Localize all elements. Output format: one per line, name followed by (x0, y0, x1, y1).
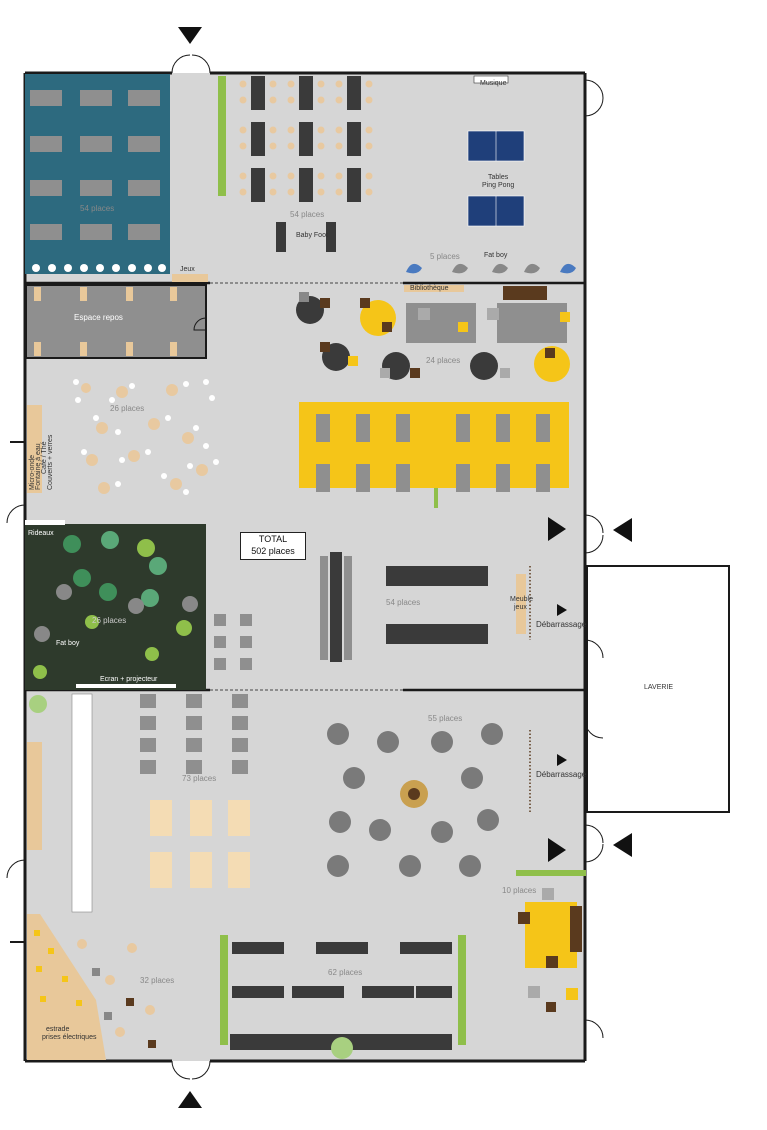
rest-room-label: Espace repos (74, 313, 123, 322)
stage-label: estrade (46, 1026, 70, 1033)
round-gray-tables (327, 723, 503, 877)
entrance-arrows (178, 27, 632, 1108)
lower-left-tables (140, 694, 248, 774)
stage-lights (34, 930, 82, 1006)
round-tables-area (81, 383, 208, 494)
bottom-plant (331, 1037, 353, 1059)
round-gray-places: 55 places (428, 714, 463, 723)
screen-label: Ecran + projecteur (100, 676, 158, 683)
fat-boys-top (406, 263, 576, 274)
small-gray-tables (214, 614, 252, 670)
brown-sofa-top (503, 286, 547, 300)
game-cabinet (516, 574, 526, 634)
teal-tables (30, 90, 160, 240)
cabinet-label-2: jeux (514, 604, 527, 611)
lounge-armchairs (299, 292, 570, 378)
teal-lights (32, 264, 166, 272)
green-room-curtain (25, 520, 65, 525)
library-shelf (404, 285, 464, 292)
stage-area-places: 32 places (140, 976, 175, 985)
green-room (25, 524, 206, 690)
teal-room-places: 54 places (80, 204, 115, 213)
baby-foot-tables (276, 222, 336, 252)
ping-pong-label-2: Ping Pong (482, 182, 515, 189)
total-box: TOTAL 502 places (240, 532, 306, 560)
ping-pong-label-1: Tables (488, 174, 509, 181)
ping-pong-tables (467, 130, 525, 227)
kitchen-counter-top (27, 405, 42, 493)
long-tables-center (320, 552, 488, 662)
laverie-room (586, 565, 730, 813)
clearing-label-1: Débarrassage (536, 620, 587, 629)
bottom-tables-places: 62 places (328, 968, 363, 977)
games-label: Jeux (180, 266, 195, 273)
wall-markers (10, 441, 25, 943)
fat-boy-places: 5 places (430, 252, 460, 261)
bottom-left-seats (77, 939, 156, 1048)
top-center-places: 54 places (290, 210, 325, 219)
bottom-lounge-chairs (518, 888, 578, 1012)
wood-tables (150, 800, 250, 888)
green-plant (29, 695, 47, 713)
cabinet-label-1: Meuble (510, 596, 533, 603)
fat-boy-label-2: Fat boy (56, 640, 80, 647)
stage-sockets-label: prises électriques (42, 1034, 97, 1041)
curtains-label: Rideaux (28, 530, 54, 537)
total-label: TOTAL (258, 534, 288, 544)
laundry-label: LAVERIE (644, 684, 674, 691)
yellow-zone-tables (316, 414, 550, 492)
clearing-label-2: Débarrassage (536, 770, 587, 779)
rest-room-door (193, 317, 207, 331)
kitchen-counter-bottom (27, 742, 42, 850)
brown-sofa-bottom (570, 906, 582, 952)
music-label: Musique (480, 80, 507, 87)
stage (27, 914, 106, 1060)
green-room-seats (33, 531, 198, 679)
round-tables-chairs (73, 379, 219, 495)
lounge-places: 24 places (426, 356, 461, 365)
total-places: 502 places (251, 546, 295, 556)
screen-projector (76, 684, 176, 688)
round-tables-places: 26 places (110, 404, 145, 413)
self-service-line (71, 693, 93, 913)
top-center-tables (251, 76, 361, 202)
baby-foot-label: Baby Foot (296, 232, 328, 239)
doors (6, 54, 604, 1080)
green-room-places: 26 places (92, 616, 127, 625)
bottom-lounge-places: 10 places (502, 886, 537, 895)
games-shelf (172, 274, 208, 282)
rest-room-beams (34, 287, 177, 356)
top-center-chairs (239, 80, 373, 196)
central-planter-core (408, 788, 420, 800)
lower-left-places: 73 places (182, 774, 217, 783)
long-tables-places: 54 places (386, 598, 421, 607)
yellow-zone (299, 402, 569, 488)
dashed-partitions (210, 282, 403, 691)
teal-room (25, 74, 170, 274)
cutlery-label: Couverts + verres (47, 434, 54, 490)
library-label: Bibliothèque (410, 285, 449, 292)
music-stand (473, 75, 509, 84)
fat-boy-label: Fat boy (484, 252, 508, 259)
lounge-round-tables (296, 296, 498, 380)
